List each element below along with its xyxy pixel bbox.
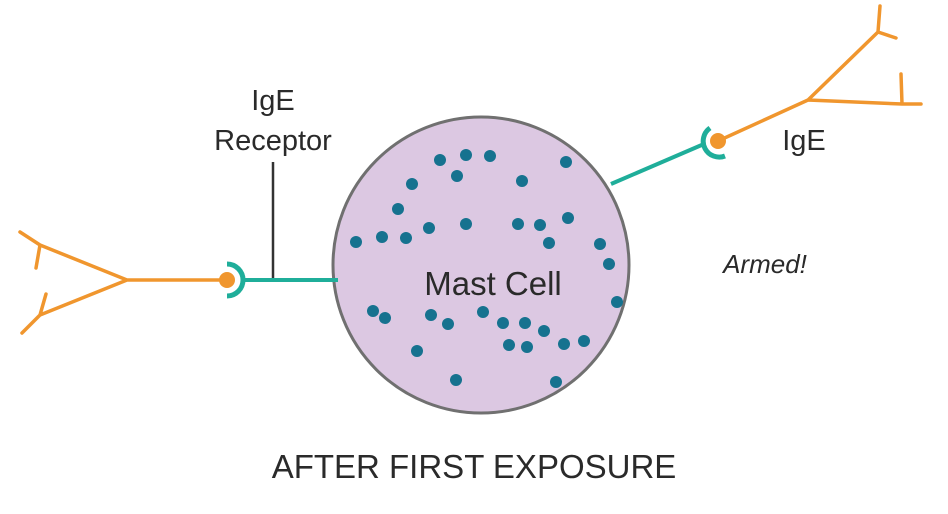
granule-dot [400, 232, 412, 244]
mast-cell-label: Mast Cell [424, 265, 562, 302]
right-receptor-complex [610, 4, 923, 186]
granule-dot [450, 374, 462, 386]
granule-dot [477, 306, 489, 318]
granules [350, 149, 623, 388]
granule-dot [460, 149, 472, 161]
granule-dot [611, 296, 623, 308]
receptor-label-line2: Receptor [214, 125, 332, 157]
receptor-label-line1: IgE [251, 85, 295, 117]
status-label: Armed! [721, 249, 807, 279]
granule-dot [578, 335, 590, 347]
receptor-stalk [610, 142, 705, 186]
granule-dot [434, 154, 446, 166]
granule-dot [497, 317, 509, 329]
receptor-cup-icon [700, 125, 726, 160]
granule-dot [512, 218, 524, 230]
granule-dot [451, 170, 463, 182]
granule-dot [503, 339, 515, 351]
granule-dot [442, 318, 454, 330]
granule-dot [411, 345, 423, 357]
granule-dot [392, 203, 404, 215]
granule-dot [538, 325, 550, 337]
ige-label: IgE [782, 125, 826, 157]
granule-dot [425, 309, 437, 321]
granule-dot [562, 212, 574, 224]
y-shaped-antibody [18, 230, 229, 335]
granule-dot [594, 238, 606, 250]
receptor-cup-icon [226, 261, 246, 299]
granule-dot [543, 237, 555, 249]
granule-dot [423, 222, 435, 234]
granule-dot [376, 231, 388, 243]
granule-dot [519, 317, 531, 329]
granule-dot [367, 305, 379, 317]
mast-cell [331, 115, 631, 415]
granule-dot [603, 258, 615, 270]
granule-dot [534, 219, 546, 231]
left-receptor-complex [18, 230, 338, 335]
granule-dot [350, 236, 362, 248]
caption: AFTER FIRST EXPOSURE [272, 448, 677, 485]
granule-dot [521, 341, 533, 353]
granule-dot [516, 175, 528, 187]
granule-dot [560, 156, 572, 168]
granule-dot [558, 338, 570, 350]
granule-dot [379, 312, 391, 324]
granule-dot [550, 376, 562, 388]
granule-dot [406, 178, 418, 190]
granule-dot [484, 150, 496, 162]
y-shaped-antibody [716, 4, 923, 143]
antibody-tip-icon [710, 133, 726, 149]
antibody-tip-icon [219, 272, 235, 288]
granule-dot [460, 218, 472, 230]
